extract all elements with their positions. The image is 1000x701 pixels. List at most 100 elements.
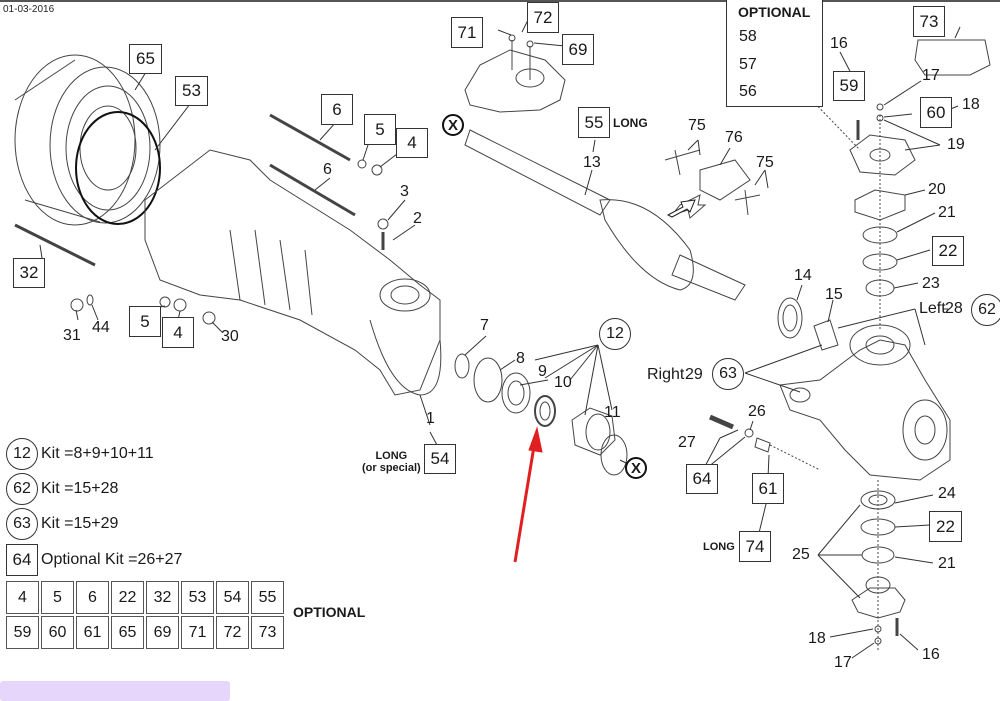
long-note-54: LONG(or special): [362, 450, 421, 474]
callout-17-top: 17: [922, 67, 940, 84]
kit-legend-64-text: Optional Kit =26+27: [41, 551, 183, 568]
kit-legend-64-id: 64: [6, 544, 38, 576]
optional-part-cell: 32: [146, 581, 179, 614]
callout-11: 11: [604, 404, 621, 421]
callout-29: 29: [685, 366, 703, 383]
kit-legend-62-id: 62: [6, 473, 38, 505]
long-note-54-line2: (or special): [362, 462, 421, 474]
x-mark-bottom: X: [625, 457, 647, 479]
right-label: Right: [647, 366, 685, 383]
callout-6: 6: [323, 161, 332, 178]
callout-box-72[interactable]: 72: [527, 2, 559, 33]
optional-part-cell: 69: [146, 616, 179, 649]
callout-27: 27: [678, 434, 696, 451]
callout-30: 30: [221, 328, 239, 345]
red-annotation-arrow: [513, 426, 543, 563]
callout-box-73[interactable]: 73: [913, 6, 945, 37]
callout-box-55[interactable]: 55: [578, 107, 610, 138]
callout-26: 26: [748, 403, 766, 420]
hollow-arrow: [666, 199, 696, 218]
optional-panel: OPTIONAL 58 57 56: [726, 0, 823, 107]
part-58-label: 58: [739, 28, 757, 45]
kit-legend-12-text: Kit =8+9+10+11: [41, 445, 154, 462]
callout-23: 23: [922, 275, 940, 292]
kit-legend-62-text: Kit =15+28: [41, 480, 119, 497]
kit-legend-64: 64 Optional Kit =26+27: [6, 544, 182, 576]
steering-knuckle-drawing: [779, 324, 951, 481]
optional-part-cell: 4: [6, 581, 39, 614]
optional-part-cell: 72: [216, 616, 249, 649]
part-57-label: 57: [739, 56, 757, 73]
callout-24: 24: [938, 485, 956, 502]
callout-25: 25: [792, 546, 810, 563]
callout-box-74[interactable]: 74: [739, 531, 771, 562]
kit-legend-62: 62 Kit =15+28: [6, 473, 118, 505]
axle-housing-drawing: [144, 149, 442, 396]
optional-part-cell: 54: [216, 581, 249, 614]
callout-box-54[interactable]: 54: [424, 444, 456, 474]
callout-17-bottom: 17: [834, 654, 852, 671]
kit-legend-12: 12 Kit =8+9+10+11: [6, 438, 154, 470]
long-note-55: LONG: [613, 116, 648, 130]
planetary-hub-drawing: [14, 54, 161, 226]
callout-18-bottom: 18: [808, 630, 826, 647]
callout-box-69[interactable]: 69: [562, 34, 594, 65]
long-note-54-line1: LONG: [375, 450, 408, 462]
callout-box-4-top[interactable]: 4: [396, 128, 428, 158]
kit-circle-62[interactable]: 62: [971, 294, 1000, 326]
callout-18-top: 18: [962, 96, 980, 113]
callout-7: 7: [480, 317, 489, 334]
selection-highlight-bar: [0, 681, 230, 701]
optional-part-cell: 22: [111, 581, 144, 614]
kit-circle-63[interactable]: 63: [712, 358, 744, 390]
callout-box-6[interactable]: 6: [321, 94, 353, 125]
optional-part-cell: 60: [41, 616, 74, 649]
x-mark-top: X: [442, 114, 464, 136]
callout-20: 20: [928, 181, 946, 198]
callout-28: 28: [945, 300, 963, 317]
kit-circle-12[interactable]: 12: [599, 318, 631, 350]
left-label: Left: [919, 300, 946, 317]
callout-box-65[interactable]: 65: [129, 44, 162, 74]
callout-box-5-top[interactable]: 5: [364, 114, 396, 145]
callout-box-53[interactable]: 53: [175, 76, 208, 106]
optional-part-cell: 55: [251, 581, 284, 614]
callout-8: 8: [516, 350, 525, 367]
callout-box-59[interactable]: 59: [833, 71, 865, 101]
optional-panel-title: OPTIONAL: [738, 4, 811, 20]
date-stamp: 01-03-2016: [3, 4, 55, 15]
long-note-74: LONG: [703, 541, 735, 553]
callout-box-71[interactable]: 71: [451, 17, 483, 48]
callout-box-22-bottom[interactable]: 22: [929, 511, 962, 542]
callout-box-5-bottom[interactable]: 5: [129, 306, 161, 337]
callout-1: 1: [426, 410, 435, 427]
callout-31: 31: [63, 327, 81, 344]
callout-16-top: 16: [830, 35, 848, 52]
optional-parts-grid: 4 5 6 22 32 53 54 55 59 60 61 65 69 71 7…: [6, 581, 284, 649]
callout-13: 13: [583, 154, 601, 171]
callout-16-bottom: 16: [922, 646, 940, 663]
kit-legend-63-text: Kit =15+29: [41, 515, 119, 532]
callout-2: 2: [413, 210, 422, 227]
optional-part-cell: 73: [251, 616, 284, 649]
callout-3: 3: [400, 183, 409, 200]
callout-box-4-bottom[interactable]: 4: [162, 317, 194, 348]
o-ring-53: [75, 111, 161, 225]
optional-part-cell: 53: [181, 581, 214, 614]
drive-shaft-drawing: [464, 129, 746, 301]
kit-legend-63-id: 63: [6, 508, 38, 540]
callout-75-left: 75: [688, 117, 706, 134]
callout-14: 14: [794, 267, 812, 284]
callout-box-61[interactable]: 61: [752, 473, 784, 504]
optional-part-cell: 5: [41, 581, 74, 614]
callout-box-22-top[interactable]: 22: [932, 236, 964, 266]
callout-box-32[interactable]: 32: [13, 258, 45, 288]
callout-box-60[interactable]: 60: [920, 97, 952, 128]
callout-75-right: 75: [756, 154, 774, 171]
callout-15: 15: [825, 286, 843, 303]
part-56-label: 56: [739, 83, 757, 100]
callout-box-64[interactable]: 64: [686, 464, 718, 494]
optional-grid-label: OPTIONAL: [293, 604, 366, 620]
callout-21-top: 21: [938, 204, 956, 221]
